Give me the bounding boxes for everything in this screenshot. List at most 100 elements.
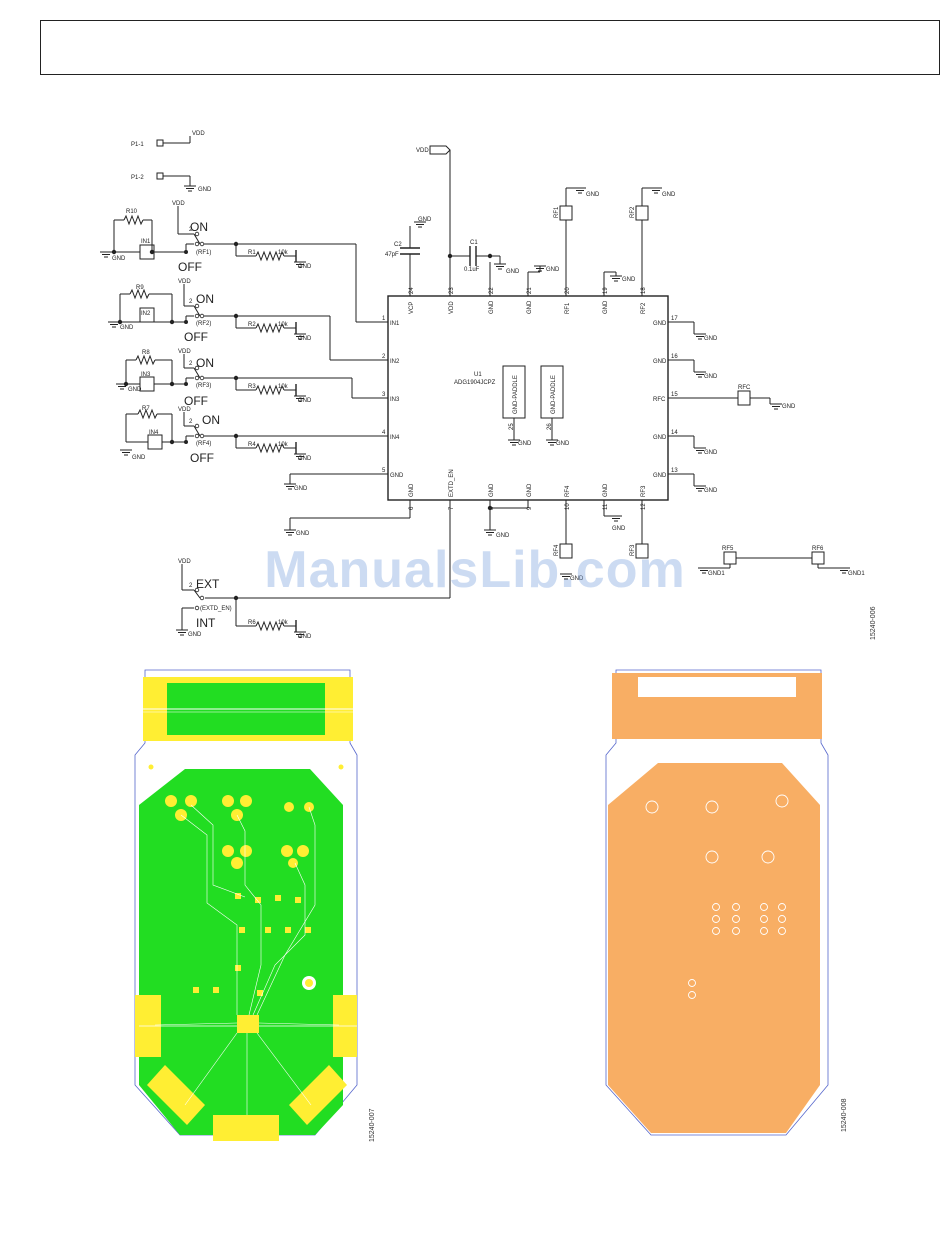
ext-label: EXT — [196, 577, 220, 591]
pin-16-name: GND — [653, 359, 667, 365]
ch4-net: (RF4) — [196, 441, 211, 447]
pin-4-num: 4 — [382, 430, 386, 436]
pin-22-num: 22 — [489, 287, 495, 294]
gnd-label: GND — [298, 456, 312, 462]
evaluation-board-schematic: P1-1 P1-2 VDD GND U1 ADG1904JCPZ GND-PAD… — [99, 131, 865, 640]
gnd-label: GND — [496, 533, 510, 539]
ch3-off-label: OFF — [184, 394, 208, 408]
label-gnd-p1: GND — [198, 187, 212, 193]
ext-net: (EXTD_EN) — [200, 606, 232, 612]
rf1-connector: RF1 — [554, 206, 560, 218]
gnd-label: GND — [188, 632, 202, 638]
pcb-bottom-layer — [605, 669, 829, 1136]
pin-14-name: GND — [653, 435, 667, 441]
gnd1-label: GND1 — [708, 571, 725, 577]
paddle-a-label: GND-PADDLE — [513, 375, 519, 414]
ch2-off-label: OFF — [184, 330, 208, 344]
ch3-sw-pin: 2 — [189, 361, 193, 367]
pin-3-name: IN3 — [390, 397, 400, 403]
pin-10-name: RF4 — [565, 485, 571, 497]
pin-17-name: GND — [653, 321, 667, 327]
gnd-label: GND — [612, 526, 626, 532]
vdd-tag-label: VDD — [416, 148, 429, 154]
gnd-label: GND — [556, 441, 570, 447]
gnd-label: GND — [298, 264, 312, 270]
pin-19-name: GND — [603, 300, 609, 314]
ch3-net: (RF3) — [196, 383, 211, 389]
ext-rval: 10k — [278, 620, 289, 626]
pin-18-num: 18 — [641, 287, 647, 294]
ch4-rser: R4 — [248, 442, 256, 448]
pin-12-num: 12 — [641, 503, 647, 510]
label-p1-1: P1-1 — [131, 142, 144, 148]
rfc-connector: RFC — [738, 385, 751, 391]
ch3-vdd: VDD — [178, 349, 191, 355]
pin-5-num: 5 — [382, 468, 386, 474]
chip-ref: U1 — [474, 372, 482, 378]
gnd-label: GND — [112, 256, 126, 262]
gnd-label: GND — [704, 336, 718, 342]
cap-c1: C1 — [470, 240, 478, 246]
ch1-rser: R1 — [248, 250, 256, 256]
label-vdd-p1: VDD — [192, 131, 205, 137]
ch3-input: IN3 — [141, 372, 151, 378]
ch2-sw-pin: 2 — [189, 299, 193, 305]
ch3-rpull: R8 — [142, 350, 150, 356]
ch1-sw-pin: 2 — [189, 227, 193, 233]
gnd-label: GND — [296, 531, 310, 537]
gnd-label: GND — [704, 374, 718, 380]
pin-4-name: IN4 — [390, 435, 400, 441]
int-label: INT — [196, 616, 216, 630]
ch2-on-label: ON — [196, 292, 214, 306]
chip-part: ADG1904JCPZ — [454, 380, 496, 386]
gnd-label: GND — [132, 455, 146, 461]
pin-24-name: VCP — [409, 302, 415, 314]
pin-23-name: VDD — [449, 301, 455, 314]
cap-c1-val: 0.1uF — [464, 267, 480, 273]
ch3-on-label: ON — [196, 356, 214, 370]
ch2-vdd: VDD — [178, 279, 191, 285]
pin-6-num: 6 — [409, 506, 415, 510]
paddle-b-label: GND-PADDLE — [551, 375, 557, 414]
pin-19-num: 19 — [603, 287, 609, 294]
paddle-a-pin: 25 — [509, 423, 515, 430]
rf4-connector: RF4 — [554, 544, 560, 556]
pcb-top-layer — [134, 669, 358, 1141]
pin-8-name: GND — [489, 483, 495, 497]
ext-sw-pin: 2 — [189, 583, 193, 589]
pin-15-name: RFC — [653, 397, 666, 403]
ch1-on-label: ON — [190, 220, 208, 234]
ch4-vdd: VDD — [178, 407, 191, 413]
pin-21-name: GND — [527, 300, 533, 314]
pin-9-num: 9 — [527, 506, 533, 510]
gnd1-label: GND1 — [848, 571, 865, 577]
pin-6-name: GND — [409, 483, 415, 497]
ch2-rval: 10k — [278, 322, 289, 328]
gnd-label: GND — [120, 325, 134, 331]
pin-5-name: GND — [390, 473, 404, 479]
ch1-net: (RF1) — [196, 250, 211, 256]
pin-16-num: 16 — [671, 354, 678, 360]
rf3-connector: RF3 — [630, 544, 636, 556]
ch1-rpull: R10 — [126, 209, 138, 215]
gnd-label: GND — [294, 486, 308, 492]
pin-14-num: 14 — [671, 430, 678, 436]
pin-9-name: GND — [527, 483, 533, 497]
gnd-label: GND — [518, 441, 532, 447]
ch3-rval: 10k — [278, 384, 289, 390]
ch1-input: IN1 — [141, 239, 151, 245]
page-header-box — [40, 20, 940, 75]
ch2-rser: R2 — [248, 322, 256, 328]
rf2-connector: RF2 — [630, 206, 636, 218]
pin-10-num: 10 — [565, 503, 571, 510]
gnd-label: GND — [546, 267, 560, 273]
pin-18-name: RF2 — [641, 302, 647, 314]
paddle-b-pin: 26 — [547, 423, 553, 430]
ch4-sw-pin: 2 — [189, 419, 193, 425]
ext-rser: R6 — [248, 620, 256, 626]
ch4-on-label: ON — [202, 413, 220, 427]
ch1-rval: 10k — [278, 250, 289, 256]
gnd-label: GND — [622, 277, 636, 283]
pin-13-num: 13 — [671, 468, 678, 474]
pin-15-num: 15 — [671, 392, 678, 398]
